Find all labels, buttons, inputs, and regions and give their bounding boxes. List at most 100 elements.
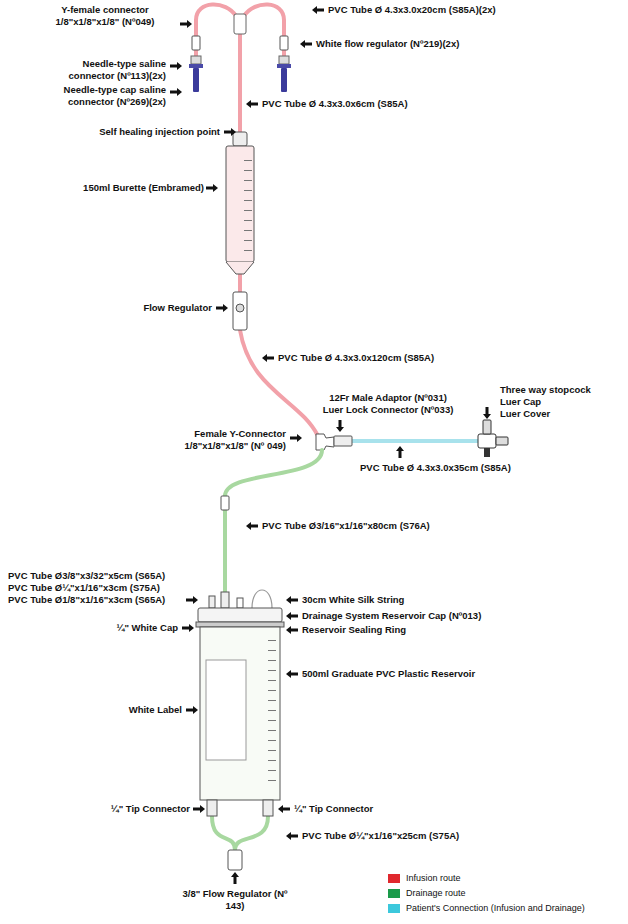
part-label: White flow regulator (Nº219)(2x) bbox=[316, 38, 459, 50]
drainage-tube bbox=[223, 510, 227, 592]
silk-string bbox=[252, 590, 272, 608]
luer-cap bbox=[496, 437, 508, 445]
pointer-arrow bbox=[483, 407, 491, 419]
connector-flange bbox=[189, 64, 203, 68]
legend-item: Infusion route bbox=[388, 872, 461, 884]
flow-regulator bbox=[192, 36, 200, 50]
drainage-tube bbox=[225, 450, 322, 496]
pointer-arrow bbox=[336, 420, 344, 432]
pointer-arrow bbox=[286, 626, 298, 634]
part-label: 150ml Burette (Embramed) bbox=[83, 182, 204, 194]
pointer-arrow bbox=[246, 100, 258, 108]
legend-text: Patient's Connection (Infusion and Drain… bbox=[406, 902, 585, 914]
part-label: Reservoir Sealing Ring bbox=[302, 624, 406, 636]
legend-text: Infusion route bbox=[406, 872, 461, 884]
pointer-arrow bbox=[170, 88, 182, 96]
flow-regulator bbox=[228, 850, 242, 870]
part-label: Drainage System Reservoir Cap (Nº013) bbox=[302, 610, 481, 622]
pointer-arrow bbox=[224, 128, 236, 136]
legend-item: Drainage route bbox=[388, 887, 466, 899]
part-label: Needle-type cap saline connector (Nº269)… bbox=[36, 84, 166, 108]
drainage-tube bbox=[212, 816, 235, 850]
legend-item: Patient's Connection (Infusion and Drain… bbox=[388, 902, 585, 914]
pointer-arrow bbox=[300, 40, 312, 48]
pointer-arrow bbox=[290, 434, 302, 442]
tip-connector bbox=[207, 800, 217, 816]
pointer-arrow bbox=[180, 20, 192, 28]
part-label: PVC Tube Ø3/8"x3/32"x5cm (S65A) bbox=[8, 570, 165, 582]
legend-swatch bbox=[388, 904, 400, 913]
burette-scale bbox=[242, 158, 252, 254]
infusion-tube bbox=[194, 50, 198, 56]
cap-port bbox=[209, 596, 215, 608]
reservoir-cap bbox=[198, 608, 282, 622]
part-label: 3/8" Flow Regulator (Nº 143) bbox=[175, 888, 295, 912]
pointer-arrow bbox=[216, 304, 228, 312]
roller-wheel bbox=[236, 304, 244, 312]
part-label: PVC Tube Ø 4.3x3.0x20cm (S85A)(2x) bbox=[328, 4, 496, 16]
part-label: PVC Tube Ø3/16"x1/16"x80cm (S76A) bbox=[262, 520, 430, 532]
part-label: Y-female connector 1/8"x1/8"x1/8" (Nº049… bbox=[35, 4, 175, 28]
drainage-tube bbox=[235, 816, 268, 850]
tube-connector bbox=[221, 496, 229, 510]
part-label: White Label bbox=[129, 704, 182, 716]
pointer-arrow bbox=[170, 62, 182, 70]
infusion-tube bbox=[238, 34, 242, 132]
tip-connector bbox=[263, 800, 273, 816]
pointer-arrow bbox=[186, 706, 198, 714]
part-label: Self healing injection point bbox=[99, 126, 220, 138]
part-label: Luer Lock Connector (Nº033) bbox=[323, 404, 454, 416]
injection-point bbox=[233, 132, 247, 146]
infusion-tube bbox=[282, 50, 286, 56]
part-label: Needle-type saline connector (Nº113)(2x) bbox=[36, 58, 166, 82]
part-label: PVC Tube Ø 4.3x3.0x6cm (S85A) bbox=[262, 98, 408, 110]
pointer-arrow bbox=[206, 184, 218, 192]
part-label: ¼" Tip Connector bbox=[294, 803, 373, 815]
pointer-arrow bbox=[262, 354, 274, 362]
pointer-arrow bbox=[396, 446, 404, 458]
connector-hub bbox=[279, 56, 289, 64]
pointer-arrow bbox=[186, 596, 198, 604]
part-label: 30cm White Silk String bbox=[302, 594, 404, 606]
part-label: Luer Cover bbox=[500, 408, 550, 420]
pointer-arrow bbox=[231, 872, 239, 884]
part-label: ¼" Tip Connector bbox=[111, 803, 190, 815]
part-label: Luer Cap bbox=[500, 396, 541, 408]
connector-hub bbox=[191, 56, 201, 64]
pointer-arrow bbox=[182, 624, 194, 632]
stopcock-handle bbox=[484, 448, 490, 457]
legend-swatch bbox=[388, 874, 400, 883]
infusion-tube bbox=[244, 4, 284, 36]
white-label bbox=[206, 660, 246, 760]
part-label: PVC Tube Ø 4.3x3.0x35cm (S85A) bbox=[360, 462, 511, 474]
legend-text: Drainage route bbox=[406, 887, 466, 899]
saline-connector bbox=[281, 68, 287, 92]
burette-tip bbox=[226, 262, 254, 274]
saline-connector bbox=[193, 68, 199, 92]
white-cap bbox=[237, 598, 243, 608]
reservoir bbox=[200, 627, 280, 800]
male-adaptor bbox=[334, 436, 352, 446]
part-label: PVC Tube Ø¼"x1/16"x3cm (S75A) bbox=[8, 582, 160, 594]
part-label: Three way stopcock bbox=[500, 384, 591, 396]
three-way-stopcock bbox=[478, 434, 496, 448]
pointer-arrow bbox=[312, 6, 324, 14]
connector-flange bbox=[277, 64, 291, 68]
part-label: 12Fr Male Adaptor (Nº031) bbox=[329, 392, 447, 404]
cap-port bbox=[221, 592, 229, 608]
flow-regulator bbox=[233, 292, 247, 330]
female-y-connector bbox=[316, 434, 334, 450]
part-label: Female Y-Connector 1/8"x1/8"x1/8" (Nº 04… bbox=[146, 428, 286, 452]
part-label: PVC Tube Ø¼"x1/16"x25cm (S75A) bbox=[302, 830, 459, 842]
infusion-tube bbox=[238, 274, 242, 292]
legend-swatch bbox=[388, 889, 400, 898]
luer-cover bbox=[483, 420, 491, 434]
part-label: PVC Tube Ø 4.3x3.0x120cm (S85A) bbox=[278, 352, 434, 364]
sealing-ring bbox=[196, 622, 284, 627]
infusion-tube bbox=[196, 4, 318, 436]
pointer-arrow bbox=[286, 596, 298, 604]
pointer-arrow bbox=[286, 832, 298, 840]
y-connector bbox=[234, 14, 246, 34]
pointer-arrow bbox=[286, 612, 298, 620]
